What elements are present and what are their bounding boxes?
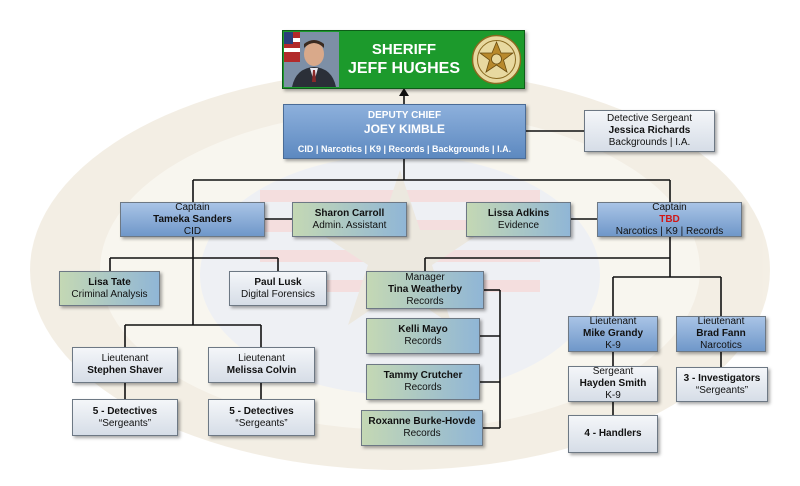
sheriff-name: JEFF HUGHES — [347, 60, 460, 77]
box-name: Jessica Richards — [608, 125, 691, 136]
captain-left-box: Captain Tameka Sanders CID — [120, 202, 265, 237]
sheriff-box: SHERIFF JEFF HUGHES — [282, 30, 525, 89]
box-name: Tina Weatherby — [387, 284, 463, 295]
box-dept: Records — [406, 296, 444, 307]
paul-lusk-box: Paul Lusk Digital Forensics — [229, 271, 327, 306]
box-dept: Narcotics — [700, 340, 742, 351]
box-name: Lissa Adkins — [487, 207, 550, 219]
box-dept: Narcotics | K9 | Records — [615, 225, 724, 237]
roxanne-burke-hovde-box: Roxanne Burke-Hovde Records — [361, 410, 483, 446]
lieutenant-brad-fann-box: Lieutenant Brad Fann Narcotics — [676, 316, 766, 352]
deputy-chief-box: DEPUTY CHIEF JOEY KIMBLE CID | Narcotics… — [283, 104, 526, 159]
box-rank: “Sergeants” — [235, 417, 288, 429]
sergeant-hayden-smith-box: Sergeant Hayden Smith K-9 — [568, 366, 658, 402]
box-dept: Backgrounds | I.A. — [608, 137, 691, 148]
box-name: Kelli Mayo — [398, 324, 448, 335]
box-dept: K-9 — [605, 340, 621, 351]
box-count: 3 - Investigators — [683, 372, 761, 384]
lisa-tate-box: Lisa Tate Criminal Analysis — [59, 271, 160, 306]
box-count: 5 - Detectives — [229, 405, 294, 417]
sheriff-name-block: SHERIFF JEFF HUGHES — [339, 31, 469, 88]
box-name: Brad Fann — [696, 328, 746, 339]
box-name: Tammy Crutcher — [383, 370, 463, 381]
deputy-chief-units: CID | Narcotics | K9 | Records | Backgro… — [297, 143, 512, 154]
tammy-crutcher-box: Tammy Crutcher Records — [366, 364, 480, 400]
deputy-chief-name: JOEY KIMBLE — [363, 121, 446, 136]
lissa-adkins-box: Lissa Adkins Evidence — [466, 202, 571, 237]
deputy-chief-title: DEPUTY CHIEF — [367, 109, 442, 121]
detectives-right-box: 5 - Detectives “Sergeants” — [208, 399, 315, 436]
box-rank: “Sergeants” — [695, 384, 749, 396]
box-rank: “Sergeants” — [98, 417, 152, 429]
box-role: Evidence — [497, 219, 540, 231]
box-title: Lieutenant — [238, 353, 285, 364]
lieutenant-melissa-colvin-box: Lieutenant Melissa Colvin — [208, 347, 315, 383]
box-name: Lisa Tate — [88, 276, 131, 288]
detectives-left-box: 5 - Detectives “Sergeants” — [72, 399, 178, 436]
box-dept: CID — [183, 225, 202, 237]
box-name: Sharon Carroll — [314, 207, 385, 219]
lieutenant-mike-grandy-box: Lieutenant Mike Grandy K-9 — [568, 316, 658, 352]
box-name: Paul Lusk — [254, 276, 302, 288]
box-title: Detective Sergeant — [606, 113, 693, 124]
box-role: Admin. Assistant — [312, 219, 387, 231]
box-title: Captain — [175, 201, 210, 213]
box-name: Hayden Smith — [579, 378, 647, 389]
investigators-box: 3 - Investigators “Sergeants” — [676, 367, 768, 402]
box-title: Lieutenant — [697, 316, 745, 327]
box-count: 4 - Handlers — [584, 428, 642, 439]
box-title: Lieutenant — [589, 316, 637, 327]
handlers-box: 4 - Handlers — [568, 415, 658, 453]
box-name: Melissa Colvin — [226, 365, 297, 376]
box-dept: K-9 — [605, 390, 621, 401]
box-role: Criminal Analysis — [71, 288, 148, 300]
box-title: Lieutenant — [101, 353, 149, 364]
portrait-photo-icon — [284, 32, 339, 87]
sheriff-star-badge-icon — [471, 34, 522, 85]
box-name-tbd: TBD — [659, 213, 680, 225]
kelli-mayo-box: Kelli Mayo Records — [366, 318, 480, 354]
sharon-carroll-box: Sharon Carroll Admin. Assistant — [292, 202, 407, 237]
box-title: Sergeant — [592, 366, 634, 377]
box-role: Records — [404, 382, 442, 393]
box-role: Records — [404, 336, 442, 347]
box-title: Manager — [405, 272, 445, 283]
box-title: Captain — [652, 201, 687, 213]
box-name: Roxanne Burke-Hovde — [368, 416, 476, 427]
box-count: 5 - Detectives — [92, 405, 158, 417]
lieutenant-stephen-shaver-box: Lieutenant Stephen Shaver — [72, 347, 178, 383]
box-name: Tameka Sanders — [153, 213, 232, 225]
box-name: Mike Grandy — [582, 328, 644, 339]
sheriff-title: SHERIFF — [371, 41, 437, 58]
detective-sergeant-box: Detective Sergeant Jessica Richards Back… — [584, 110, 715, 152]
box-role: Records — [403, 428, 441, 439]
box-name: Stephen Shaver — [87, 365, 163, 376]
manager-tina-weatherby-box: Manager Tina Weatherby Records — [366, 271, 484, 309]
captain-right-box: Captain TBD Narcotics | K9 | Records — [597, 202, 742, 237]
box-role: Digital Forensics — [241, 288, 315, 300]
